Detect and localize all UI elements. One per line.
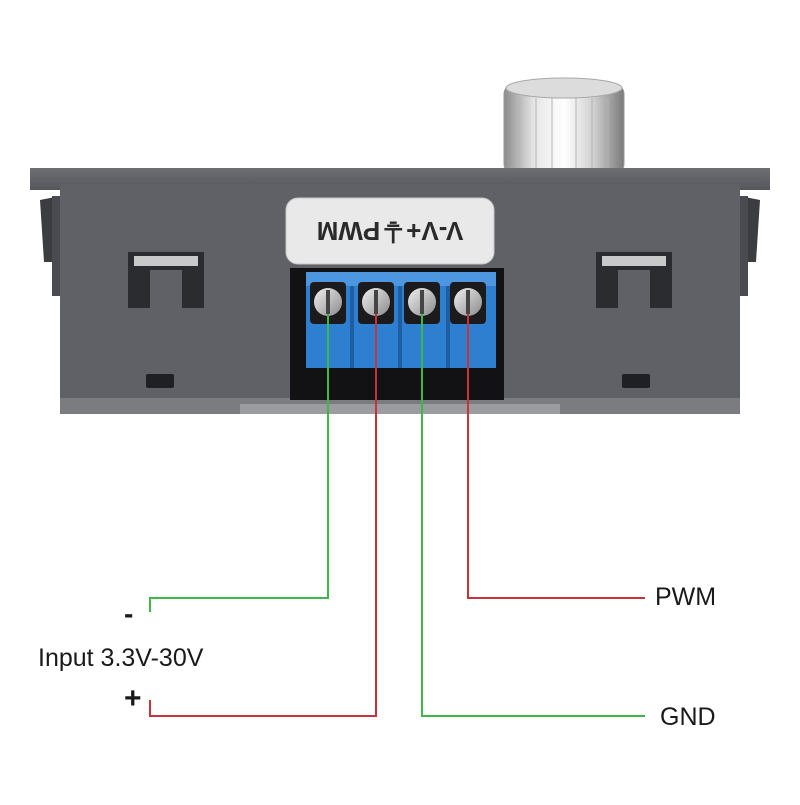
housing-top-lip — [30, 168, 770, 190]
terminal-screw-3 — [404, 282, 440, 324]
knob — [503, 77, 625, 175]
plus-label: + — [124, 682, 142, 715]
wire-v-minus — [149, 314, 329, 612]
terminal-screw-1 — [310, 282, 346, 324]
terminal-label-text: V-V+⏚PWM — [317, 216, 464, 246]
wire-v-plus — [149, 314, 377, 717]
terminal-label-plate: V-V+⏚PWM — [285, 197, 495, 265]
input-voltage-label: Input 3.3V-30V — [38, 644, 204, 672]
mount-slot-left — [128, 252, 204, 388]
wire-gnd — [421, 314, 645, 717]
gnd-label: GND — [660, 703, 716, 731]
terminal-screw-4 — [450, 282, 486, 324]
pwm-label: PWM — [655, 583, 717, 611]
terminal-screw-2 — [358, 282, 394, 324]
mount-slot-right — [596, 252, 672, 388]
housing-bottom-step — [240, 404, 560, 414]
wire-pwm — [467, 314, 645, 599]
minus-label: - — [124, 598, 134, 629]
